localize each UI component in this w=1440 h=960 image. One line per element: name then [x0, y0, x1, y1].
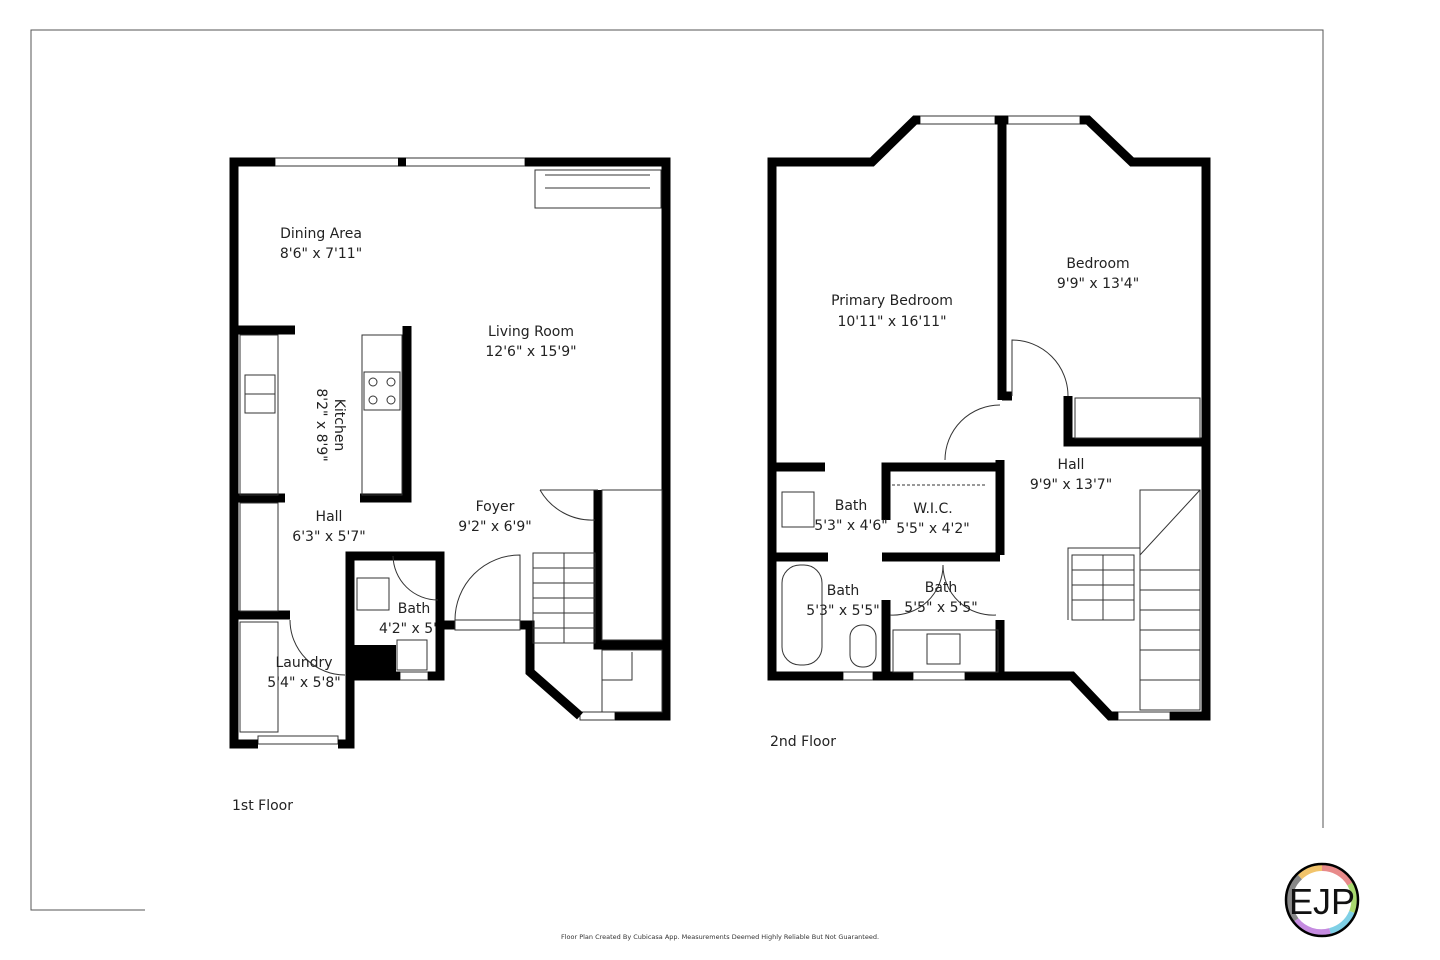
page-border [30, 29, 1324, 911]
room-living-room: Living Room 12'6" x 15'9" [485, 324, 576, 360]
logo-text: EJP [1289, 881, 1355, 922]
room-dims: 9'9" x 13'7" [1030, 477, 1112, 493]
room-name: Hall [316, 509, 343, 525]
window [1117, 711, 1171, 721]
window [399, 671, 429, 681]
room-name: Bath [398, 601, 431, 617]
window [842, 671, 874, 681]
room-hall-2: Hall 9'9" x 13'7" [1030, 457, 1112, 493]
room-name: Bath [925, 580, 958, 596]
second-floor-plan [767, 115, 1211, 721]
room-wic: W.I.C. 5'5" x 4'2" [896, 501, 969, 537]
room-name: Living Room [488, 324, 574, 340]
room-bath-2a: Bath 5'3" x 4'6" [814, 498, 887, 534]
floor-label-2nd: 2nd Floor [770, 734, 836, 750]
room-name: Laundry [275, 655, 332, 671]
room-name: Foyer [476, 499, 515, 515]
stairs [532, 489, 663, 713]
stove-icon [363, 371, 401, 411]
room-name: W.I.C. [913, 501, 953, 517]
window [919, 115, 996, 125]
room-name: Bath [827, 583, 860, 599]
first-floor-plan [229, 157, 671, 749]
room-dims: 10'11" x 16'11" [837, 314, 946, 330]
room-bedroom: Bedroom 9'9" x 13'4" [1057, 256, 1139, 292]
room-dims: 5'5" x 5'5" [904, 600, 977, 616]
room-kitchen: Kitchen 8'2" x 8'9" [313, 388, 347, 461]
room-primary-bedroom: Primary Bedroom 10'11" x 16'11" [831, 293, 953, 330]
room-name: Hall [1058, 457, 1085, 473]
window [579, 711, 616, 721]
disclaimer-footer: Floor Plan Created By Cubicasa App. Meas… [561, 933, 879, 941]
room-name: Primary Bedroom [831, 293, 953, 309]
window [1007, 115, 1081, 125]
room-name: Dining Area [280, 226, 362, 242]
room-name: Kitchen [331, 399, 347, 452]
sink-icon [244, 374, 276, 414]
room-bath-1: Bath 4'2" x 5' [379, 601, 437, 637]
window [257, 735, 339, 745]
room-dims: 5'3" x 5'5" [806, 603, 879, 619]
room-dims: 4'2" x 5' [379, 621, 437, 637]
room-dims: 8'2" x 8'9" [313, 388, 329, 461]
room-name: Bedroom [1066, 256, 1129, 272]
room-dims: 9'9" x 13'4" [1057, 276, 1139, 292]
room-bath-2b: Bath 5'3" x 5'5" [806, 583, 879, 619]
room-hall-1: Hall 6'3" x 5'7" [292, 509, 365, 545]
room-dims: 9'2" x 6'9" [458, 519, 531, 535]
room-laundry: Laundry 5'4" x 5'8" [267, 655, 340, 691]
room-dims: 8'6" x 7'11" [280, 246, 362, 262]
room-foyer: Foyer 9'2" x 6'9" [458, 499, 531, 535]
stairs [1067, 489, 1201, 711]
room-dims: 5'3" x 4'6" [814, 518, 887, 534]
floor-label-1st: 1st Floor [232, 798, 293, 814]
room-dims: 12'6" x 15'9" [485, 344, 576, 360]
room-name: Bath [835, 498, 868, 514]
room-bath-2c: Bath 5'5" x 5'5" [904, 580, 977, 616]
room-dims: 5'5" x 4'2" [896, 521, 969, 537]
room-dims: 5'4" x 5'8" [267, 675, 340, 691]
room-dims: 6'3" x 5'7" [292, 529, 365, 545]
window [912, 671, 966, 681]
ejp-logo: EJP [1284, 862, 1360, 938]
room-dining-area: Dining Area 8'6" x 7'11" [280, 226, 362, 262]
